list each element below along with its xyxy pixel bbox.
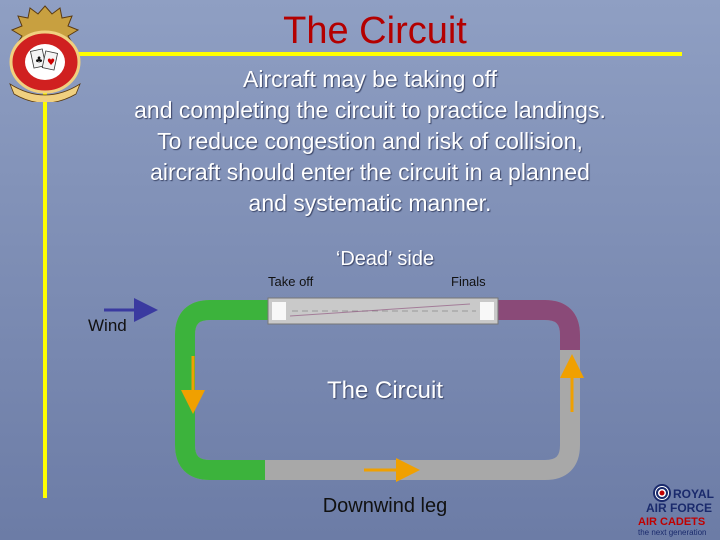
svg-text:AIR CADETS: AIR CADETS	[638, 516, 705, 528]
air-cadets-crest-logo: ♣ ♥	[9, 5, 81, 102]
svg-text:the next generation: the next generation	[638, 528, 707, 537]
intro-text: Aircraft may be taking off and completin…	[70, 64, 670, 219]
takeoff-label: Take off	[268, 274, 314, 289]
svg-text:♥: ♥	[47, 58, 55, 68]
dead-side-label: ‘Dead’ side	[335, 248, 435, 270]
circuit-label: The Circuit	[326, 377, 444, 404]
title-underline	[20, 52, 682, 56]
raf-air-cadets-logo: ROYAL AIR FORCE AIR CADETS the next gene…	[638, 484, 714, 537]
wind-label: Wind	[88, 316, 127, 335]
left-border-line	[43, 86, 47, 498]
intro-line: and systematic manner.	[248, 190, 492, 216]
svg-text:♣: ♣	[35, 56, 43, 66]
intro-line: and completing the circuit to practice l…	[134, 97, 606, 123]
downwind-leg-label: Downwind leg	[322, 495, 448, 517]
svg-text:AIR FORCE: AIR FORCE	[646, 501, 712, 515]
intro-line: aircraft should enter the circuit in a p…	[150, 159, 590, 185]
intro-line: To reduce congestion and risk of collisi…	[157, 128, 583, 154]
svg-text:ROYAL: ROYAL	[673, 487, 714, 501]
page-title: The Circuit	[283, 10, 467, 52]
finals-leg	[495, 300, 580, 350]
takeoff-leg	[175, 300, 270, 480]
intro-line: Aircraft may be taking off	[243, 66, 497, 92]
finals-label: Finals	[451, 274, 486, 289]
runway	[267, 297, 499, 325]
